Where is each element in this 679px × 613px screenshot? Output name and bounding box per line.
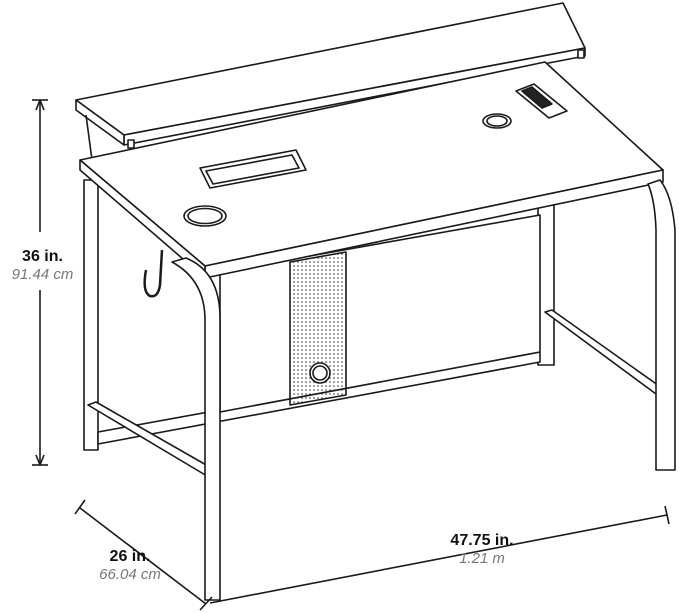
height-imperial: 36 in.	[22, 248, 63, 265]
depth-dimension	[74, 499, 213, 611]
depth-imperial: 26 in.	[109, 548, 151, 565]
width-metric: 1.21 m	[459, 550, 505, 567]
front-right-leg	[647, 179, 676, 471]
front-left-leg	[171, 257, 221, 601]
height-metric: 91.44 cm	[11, 266, 74, 283]
width-label: 47.75 in. 1.21 m	[432, 532, 532, 567]
width-imperial: 47.75 in.	[450, 532, 514, 549]
right-side-bar	[544, 309, 663, 395]
depth-label: 26 in. 66.04 cm	[80, 548, 180, 583]
depth-metric: 66.04 cm	[99, 566, 161, 583]
width-dimension	[209, 505, 670, 604]
height-label: 36 in. 91.44 cm	[0, 248, 85, 283]
height-dimension	[32, 99, 48, 466]
perforated-panel	[289, 251, 347, 406]
headphone-hook	[143, 249, 164, 298]
